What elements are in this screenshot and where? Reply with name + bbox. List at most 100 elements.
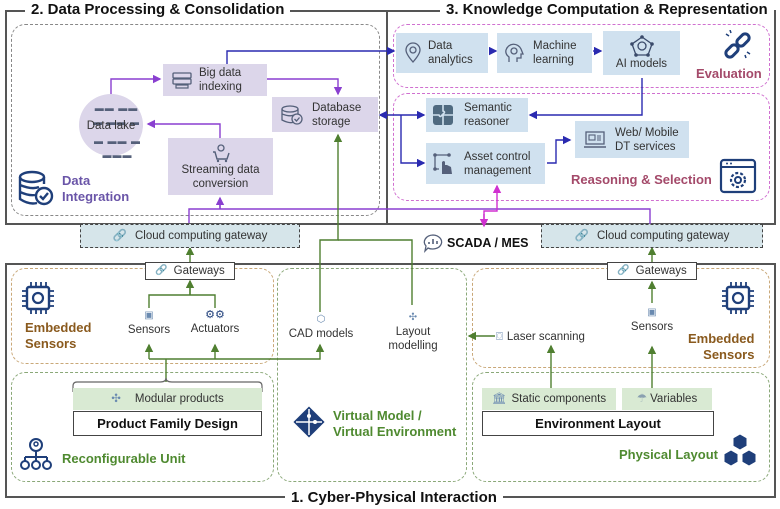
data-analytics-line1: Data xyxy=(428,40,453,52)
sensor-icon: ▣ xyxy=(647,307,657,318)
environment-layout: Environment Layout xyxy=(482,411,714,436)
settings-window-icon xyxy=(719,158,757,194)
web-mobile-line2: DT services xyxy=(615,140,676,153)
variables: ☂ Variables xyxy=(622,388,712,410)
gateways-left: 🔗 Gateways xyxy=(145,262,235,280)
embedded-right-line1: Embedded xyxy=(688,331,755,346)
static-components: 🏛 Static components xyxy=(482,388,616,410)
gears-icon: ⚙⚙ xyxy=(205,309,225,321)
database-storage-line1: Database xyxy=(312,101,362,114)
semantic-reasoner-line1: Semantic xyxy=(464,102,512,114)
scada-label: SCADA / MES xyxy=(447,236,529,250)
physical-layout-group xyxy=(472,372,770,482)
link-icon: 🔗 xyxy=(617,265,630,276)
machine-learning-line1: Machine xyxy=(533,40,577,52)
head-gear-icon xyxy=(505,43,524,62)
section-title-data-processing: 2. Data Processing & Consolidation xyxy=(25,1,291,19)
asset-control-line2: management xyxy=(464,164,532,177)
web-mobile-line1: Web/ Mobile xyxy=(615,126,679,139)
data-lake-waves-top: ▬▬ ▬▬▬ ▬▬ ▬ xyxy=(93,103,141,127)
laptop-icon xyxy=(584,130,606,148)
chip-icon xyxy=(722,282,754,314)
cloud-gateway-left-label: Cloud computing gateway xyxy=(134,230,268,242)
umbrella-icon: ☂ xyxy=(636,393,648,405)
embedded-right-line2: Sensors xyxy=(703,347,755,362)
cad-models: ⬡CAD models xyxy=(285,312,357,341)
modular-products: ✣ Modular products xyxy=(73,388,262,410)
puzzle-icon xyxy=(433,105,453,125)
laser-scanning-label: Laser scanning xyxy=(506,331,585,343)
cloud-gateway-left: 🔗 Cloud computing gateway xyxy=(80,224,300,248)
streaming-line2: conversion xyxy=(192,177,249,190)
sensor-icon: ▣ xyxy=(144,310,154,321)
streaming-line1: Streaming data xyxy=(181,163,260,176)
static-components-label: Static components xyxy=(511,393,607,405)
data-lake-label: Data lake xyxy=(86,120,136,132)
data-lake-waves-bottom: ▬ ▬▬ ▬▬▬▬ xyxy=(94,136,142,160)
sensors-left-label: Sensors xyxy=(127,324,171,336)
network-icon xyxy=(629,35,654,57)
data-integration-label-line2: Integration xyxy=(62,189,130,204)
blocks-icon xyxy=(723,433,757,467)
link-icon: 🔗 xyxy=(574,230,589,242)
ai-models-node: AI models xyxy=(603,31,680,75)
streaming-data-conversion-node: Streaming data conversion xyxy=(168,138,273,195)
link-icon: 🔗 xyxy=(155,265,168,276)
semantic-reasoner-node: Semantic reasoner xyxy=(426,98,528,132)
reconfigurable-group xyxy=(11,372,274,482)
cloud-gateway-right: 🔗 Cloud computing gateway xyxy=(541,224,763,248)
data-lake xyxy=(79,94,143,156)
sensors-right: ▣ Sensors xyxy=(626,305,678,334)
actuators: ⚙⚙ Actuators xyxy=(187,308,243,336)
physical-layout-label: Physical Layout xyxy=(619,447,718,462)
location-gear-icon xyxy=(405,42,421,63)
big-data-indexing-line2: indexing xyxy=(199,81,242,93)
virtual-group xyxy=(277,268,467,482)
chip-icon xyxy=(22,282,54,314)
asset-control-line1: Asset control xyxy=(464,150,531,163)
server-icon xyxy=(172,72,192,89)
semantic-reasoner-line2: reasoner xyxy=(464,116,510,128)
big-data-indexing-node: Big data indexing xyxy=(163,64,267,96)
virtual-label-line2: Virtual Environment xyxy=(333,424,457,439)
scada-mes: SCADA / MES xyxy=(422,233,529,253)
actuators-label: Actuators xyxy=(190,323,240,335)
puzzle-outline-icon: ✣ xyxy=(408,312,418,323)
chat-chart-icon xyxy=(423,234,443,253)
data-integration-icon xyxy=(18,170,54,206)
sensors-left: ▣ Sensors xyxy=(124,308,174,337)
reconfigurable-label: Reconfigurable Unit xyxy=(62,451,186,466)
data-integration-label-line1: Data xyxy=(62,173,91,188)
puzzle-icon: ✣ xyxy=(111,393,121,405)
link-icon: 🔗 xyxy=(112,230,127,242)
sensors-right-label: Sensors xyxy=(630,321,674,333)
database-storage-line2: storage xyxy=(312,115,351,128)
variables-label: Variables xyxy=(650,393,698,405)
embedded-left-line1: Embedded xyxy=(25,320,92,335)
reasoning-label: Reasoning & Selection xyxy=(571,172,712,187)
big-data-indexing-line1: Big data xyxy=(199,67,242,79)
evaluation-label: Evaluation xyxy=(696,66,762,81)
building-icon: 🏛 xyxy=(491,393,507,405)
embedded-left-group xyxy=(11,268,274,364)
section-title-cyber-physical: 1. Cyber-Physical Interaction xyxy=(285,489,503,507)
virtual-label-line1: Virtual Model / xyxy=(333,408,422,423)
scanner-icon: ⌼ xyxy=(496,331,503,343)
cloud-gateway-right-label: Cloud computing gateway xyxy=(596,230,730,242)
gateways-left-label: Gateways xyxy=(173,265,225,277)
section-title-knowledge: 3. Knowledge Computation & Representatio… xyxy=(440,1,774,19)
cad-models-label: CAD models xyxy=(288,328,354,340)
layout-modelling-line2: modelling xyxy=(388,340,438,352)
virtual-label: Virtual Model /Virtual Environment xyxy=(333,408,456,440)
product-family-design: Product Family Design xyxy=(73,411,262,436)
gateways-right-label: Gateways xyxy=(635,265,687,277)
broken-link-icon xyxy=(724,30,751,59)
